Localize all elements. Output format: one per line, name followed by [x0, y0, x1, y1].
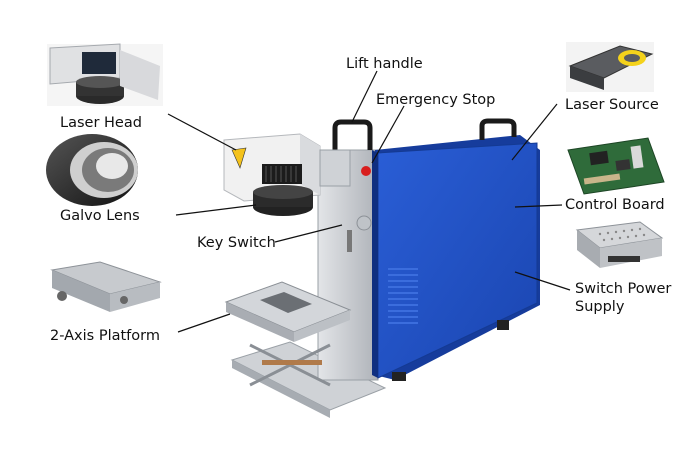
laser-head: [223, 133, 351, 216]
machine-base: [230, 341, 387, 418]
label-lift-handle: Lift handle: [346, 56, 423, 72]
label-2-axis-platform: 2-Axis Platform: [50, 328, 160, 344]
label-switch-power-supply: Switch Power Supply: [575, 280, 695, 316]
label-key-switch: Key Switch: [197, 235, 276, 251]
machine-column: [317, 149, 379, 381]
label-emergency-stop: Emergency Stop: [376, 92, 496, 108]
leader-lines: [167, 70, 571, 333]
label-control-board: Control Board: [565, 197, 665, 213]
label-switch-power-line2: Supply: [575, 299, 625, 315]
laser-head-photo: [47, 43, 163, 106]
laser-source-photo: [566, 42, 654, 92]
galvo-lens-photo: [46, 134, 138, 206]
label-laser-head: Laser Head: [60, 115, 142, 131]
label-laser-source: Laser Source: [565, 97, 659, 113]
label-switch-power-line1: Switch Power: [575, 281, 672, 297]
emergency-stop-button: [361, 166, 371, 176]
control-board-photo: [567, 137, 665, 195]
lift-table: [224, 281, 352, 387]
power-supply-photo: [575, 221, 664, 268]
platform-photo: [50, 261, 162, 312]
laser-cabinet: [372, 135, 540, 381]
label-galvo-lens: Galvo Lens: [60, 208, 140, 224]
